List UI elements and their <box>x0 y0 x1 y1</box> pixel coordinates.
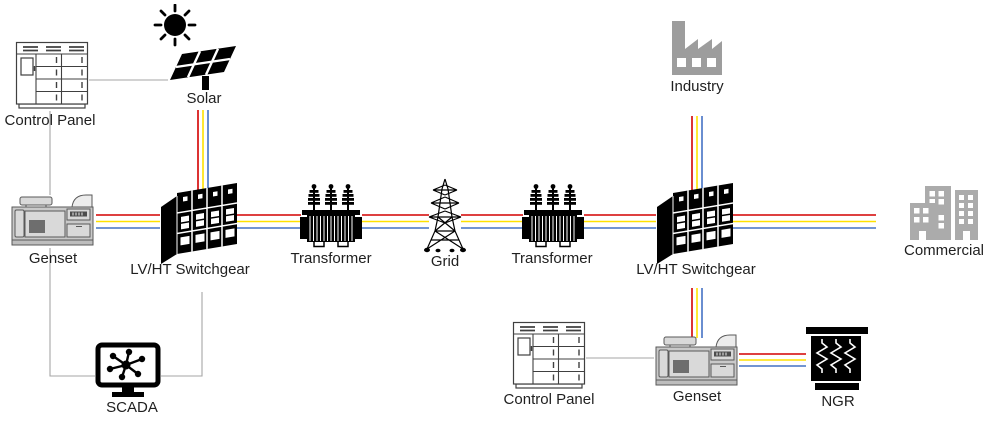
control-wiring <box>49 79 654 377</box>
label-transformer-left: Transformer <box>290 250 372 267</box>
resistor-bank-icon <box>806 327 868 390</box>
control-cabinet-icon <box>15 41 89 109</box>
phase-drop-industry <box>691 116 703 190</box>
label-genset-left: Genset <box>28 250 78 267</box>
scada-monitor-icon <box>95 342 161 397</box>
label-switchgear-left: LV/HT Switchgear <box>130 261 250 278</box>
label-scada: SCADA <box>106 399 158 416</box>
label-ngr: NGR <box>821 393 855 410</box>
label-solar: Solar <box>186 90 222 107</box>
label-switchgear-right: LV/HT Switchgear <box>636 261 756 278</box>
buildings-icon <box>910 186 978 240</box>
switchgear-cabinet-icon <box>161 182 237 264</box>
label-transformer-right: Transformer <box>511 250 593 267</box>
label-control-panel-bottom: Control Panel <box>503 391 595 408</box>
phase-bus-main <box>96 214 876 229</box>
transformer-icon <box>300 184 362 248</box>
factory-icon <box>672 21 722 75</box>
label-industry: Industry <box>670 78 724 95</box>
phase-bus-ngr <box>739 353 806 367</box>
transmission-tower-icon <box>424 178 466 253</box>
transformer-icon <box>522 184 584 248</box>
label-control-panel-top: Control Panel <box>4 112 96 129</box>
solar-panel-icon <box>170 46 236 90</box>
switchgear-cabinet-icon <box>657 182 733 264</box>
label-genset-bottom: Genset <box>672 388 722 405</box>
control-cabinet-icon <box>512 321 586 389</box>
phase-drop-genset <box>691 288 703 338</box>
label-grid: Grid <box>430 253 460 270</box>
label-commercial: Commercial <box>903 242 984 259</box>
sun-icon <box>153 4 197 47</box>
generator-icon <box>655 334 738 386</box>
generator-icon <box>11 194 94 246</box>
phase-drop-solar <box>197 110 209 190</box>
